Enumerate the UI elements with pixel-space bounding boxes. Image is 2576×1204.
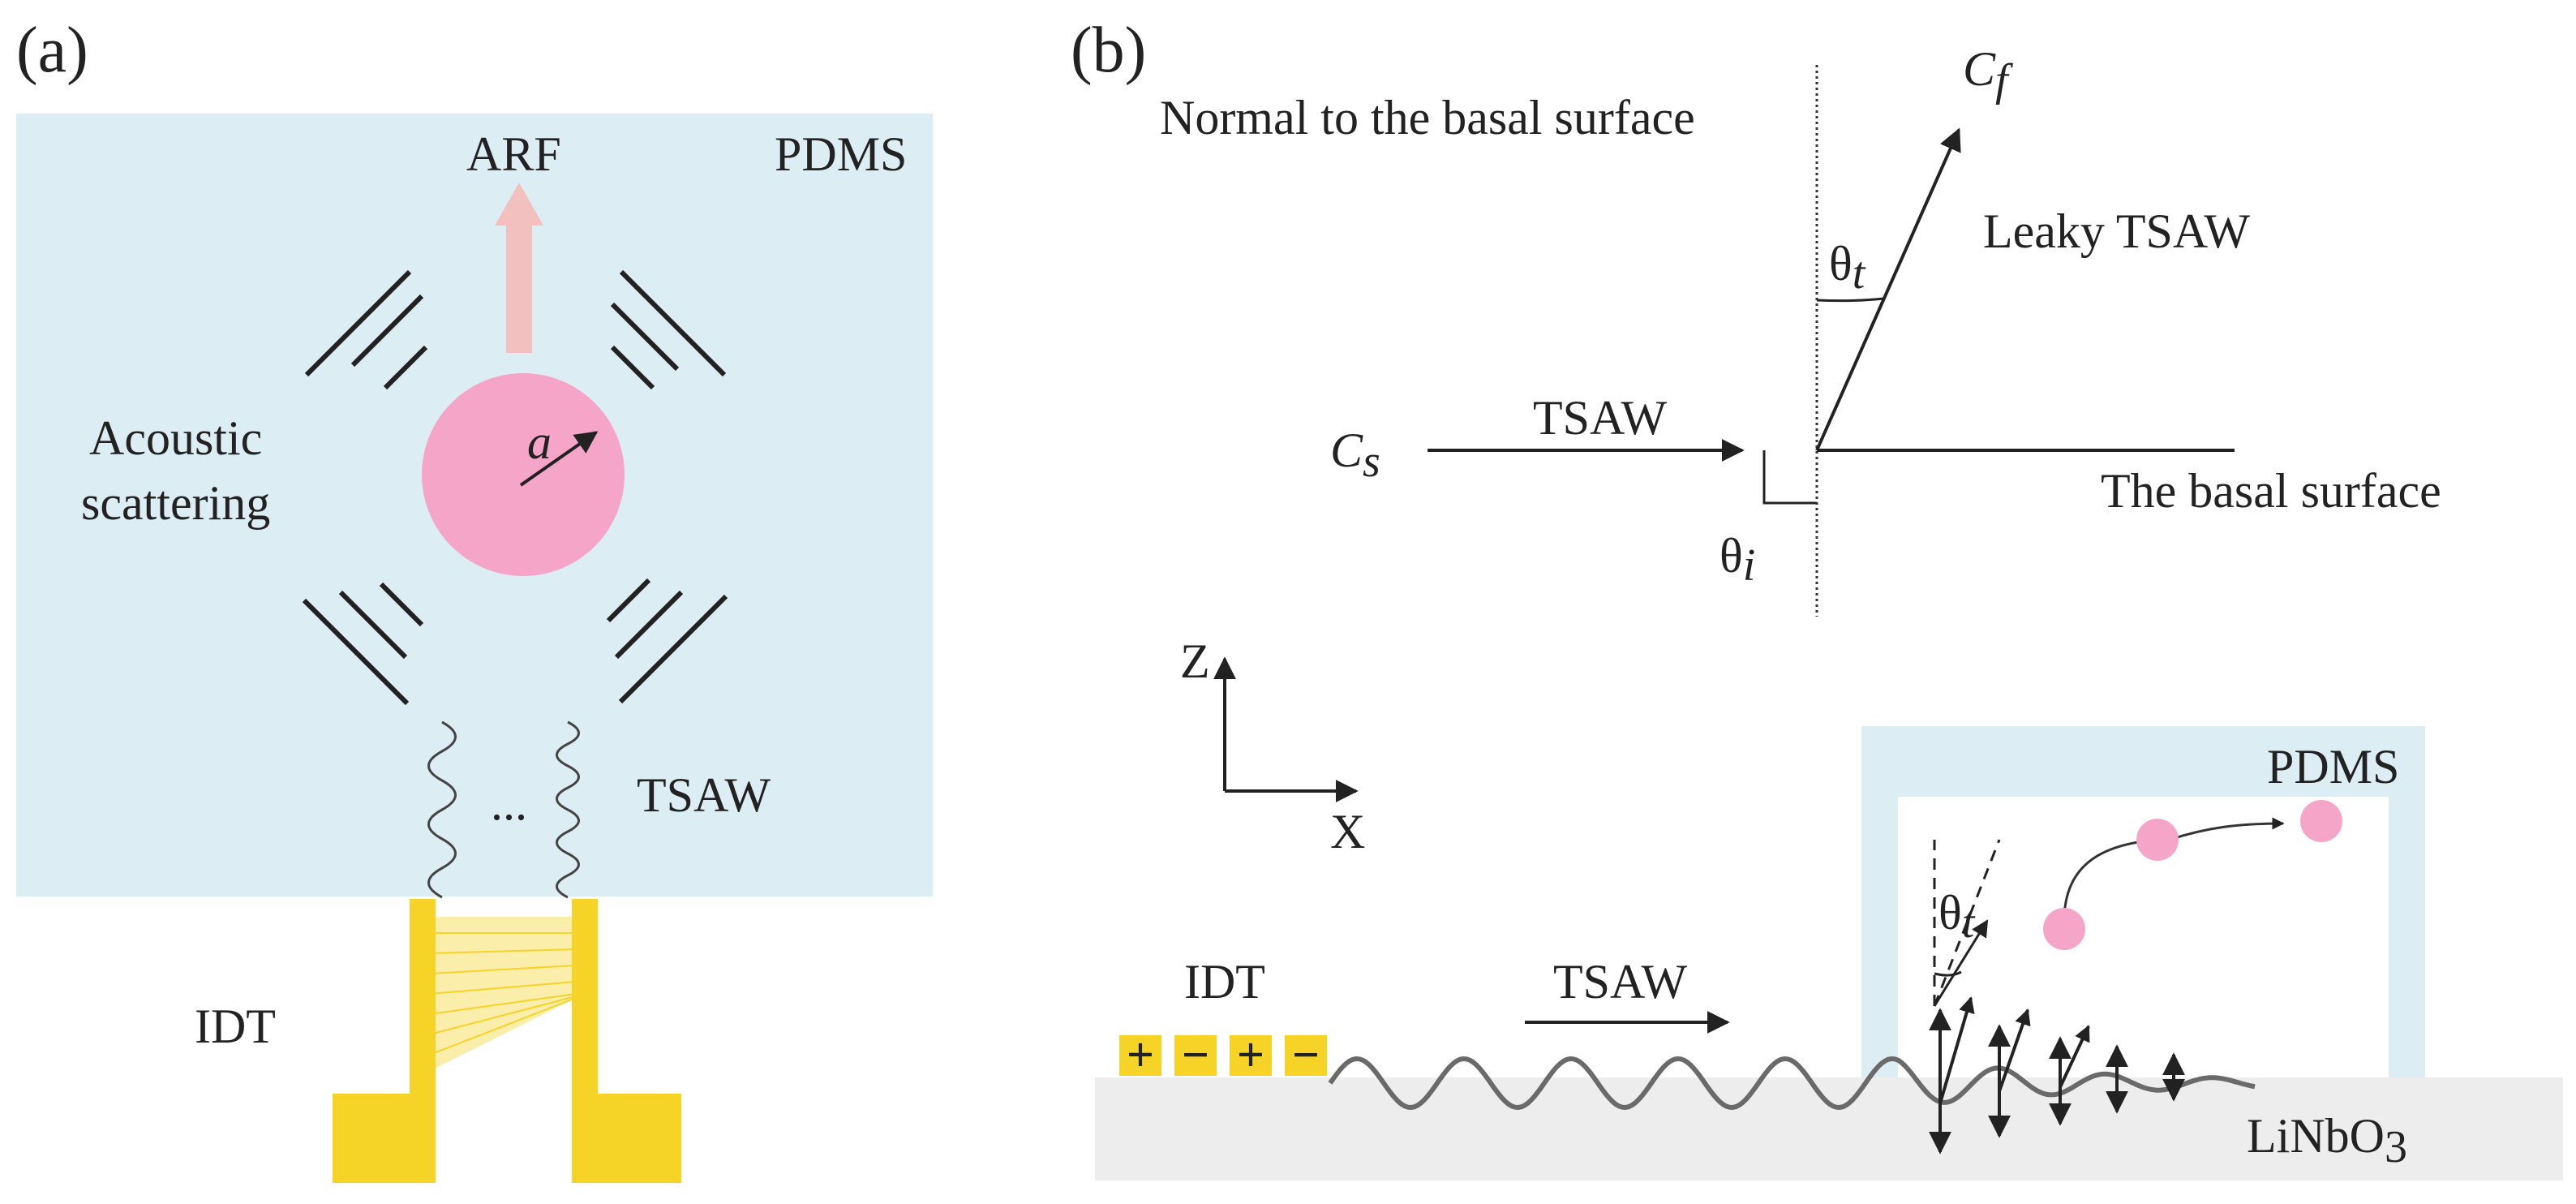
particle-trajectory-2 [2169,817,2285,841]
scatter-label-2: scattering [81,476,270,530]
cf-arrow [1815,127,1961,451]
theta-t2-arc [1934,970,1962,977]
ellipsis: ... [491,776,527,830]
theta-i-label: θi [1719,529,1755,591]
particle-b-3 [2300,800,2342,842]
axis-x-label: X [1330,805,1365,858]
radius-label: a [527,415,552,469]
radius-arrow [519,431,599,487]
pdms-label-b: PDMS [2267,740,2399,793]
right-angle-marker [1762,450,1817,505]
scattering-lines [302,269,728,706]
svg-text:−: − [1292,1028,1320,1081]
particle-b-2 [2136,819,2179,861]
axis-z-label: Z [1180,634,1210,688]
substrate-label: LiNbO3 [2247,1109,2407,1172]
idt-electrode [333,899,681,1183]
refraction-arrow [1933,919,1989,1007]
theta-t-label: θt [1829,237,1866,299]
scatter-label-1: Acoustic [89,411,262,465]
tsaw-label-b2: TSAW [1553,955,1688,1008]
svg-text:+: + [1237,1028,1264,1081]
refraction-dashed [1933,839,2001,1007]
panel-a-letter: (a) [16,15,88,86]
svg-text:+: + [1127,1028,1154,1081]
particle-b-1 [2043,908,2085,950]
cf-label: Cf [1963,42,2014,105]
arf-arrow [495,183,543,353]
tsaw-label-a: TSAW [637,768,771,822]
substrate [1095,1077,2563,1180]
pdms-label-a: PDMS [775,127,907,181]
vibration-arrows [1929,996,2185,1155]
axes-indicator [1213,656,1359,802]
theta-t2-label: θt [1938,886,1976,948]
basal-label: The basal surface [2101,464,2441,518]
leaky-tsaw-label: Leaky TSAW [1983,204,2250,258]
pdms-channel [1861,726,2425,1077]
cs-label: Cs [1330,424,1380,487]
idt-label-b: IDT [1184,955,1265,1008]
svg-text:−: − [1182,1028,1209,1081]
theta-t-arc [1816,297,1884,303]
normal-label: Normal to the basal surface [1160,91,1695,144]
idt-label-a: IDT [195,1000,276,1053]
particle-a [422,373,625,576]
panel-b: (b) Normal to the basal surface The basa… [1071,15,2563,1180]
surface-wave [1328,1056,2256,1111]
arf-label: ARF [466,127,561,181]
panel-b-letter: (b) [1071,15,1146,86]
panel-a: (a) PDMS ARF a Acoustic scattering [16,15,933,1183]
tsaw-label-b: TSAW [1533,391,1668,445]
tsaw-waves-a [427,720,580,899]
idt-electrodes-b: + − + − [1119,1028,1327,1081]
